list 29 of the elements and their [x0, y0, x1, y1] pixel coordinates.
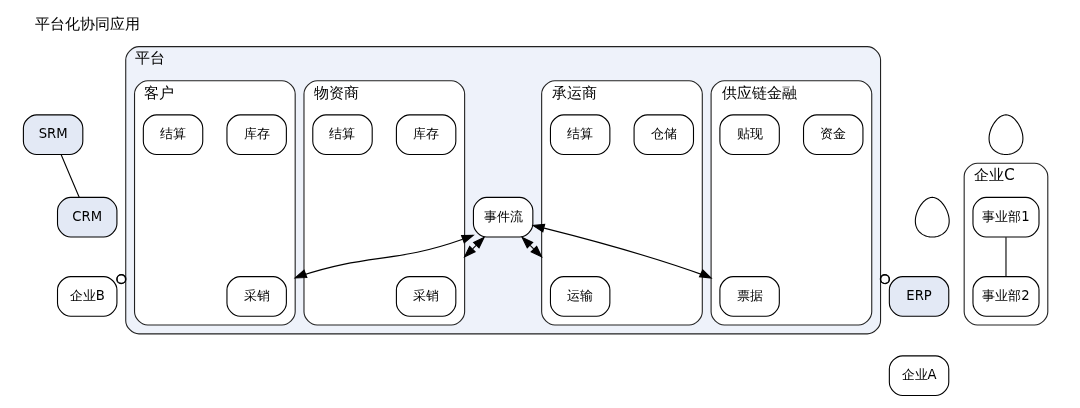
node-box: 采销 [395, 276, 457, 317]
node-box: SRM [22, 114, 84, 156]
node-box: 资金 [803, 114, 864, 156]
node-box: CRM [56, 196, 118, 238]
node-box: 运输 [549, 276, 611, 317]
node-box: 票据 [719, 276, 780, 317]
arrow [531, 223, 713, 279]
node-box: 企业A [888, 355, 950, 396]
node-person [988, 114, 1024, 156]
arrow [293, 234, 475, 279]
node-box: 采销 [226, 276, 287, 317]
node-box: 企业B [56, 276, 118, 317]
arrow [463, 236, 486, 258]
arrow [521, 236, 543, 258]
node-box: 库存 [395, 114, 457, 156]
node-box: 库存 [226, 114, 287, 156]
node-box: 事业部1 [972, 196, 1040, 238]
node-box: 仓储 [633, 114, 695, 156]
node-box: 结算 [312, 114, 373, 156]
node-box: 贴现 [719, 114, 780, 156]
connector [60, 154, 80, 198]
node-box: 结算 [142, 114, 204, 156]
node-box: 事件流 [472, 196, 534, 238]
node-person [914, 196, 950, 238]
node-box: ERP [888, 276, 950, 317]
node-box: 结算 [549, 114, 611, 156]
diagram-title: 平台化协同应用 [34, 15, 140, 34]
connector [1005, 236, 1007, 278]
node-box: 事业部2 [972, 276, 1040, 317]
